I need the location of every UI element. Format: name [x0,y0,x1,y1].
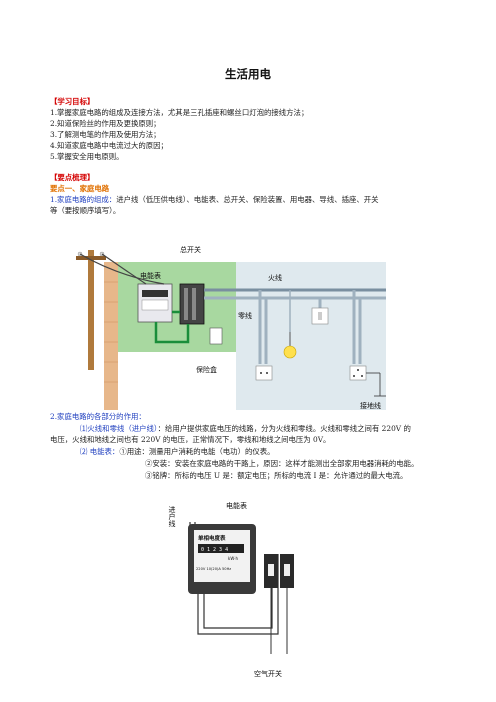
item1-line1: 1.家庭电路的组成：进户线（低压供电线）、电能表、总开关、保险装置、用电器、导线… [50,194,379,205]
household-circuit-figure: 电能表 总开关 火线 零线 保险盒 接地线 [68,232,386,410]
meter-unit: kW·h [228,556,239,561]
objectives-heading: 【学习目标】 [50,97,95,106]
label-meter-2: 电能表 [226,501,247,510]
objective-item-3: 3.了解测电笔的作用及使用方法； [50,130,161,139]
item2-label: 2.家庭电路的各部分的作用： [50,412,146,421]
pole [88,250,94,370]
three-hole-socket [349,365,367,381]
meter-name: 单相电度表 [198,534,226,542]
summary-heading: 【要点梳理】 [50,173,95,182]
brick-wall [104,262,118,410]
label-ground: 接地线 [360,401,381,410]
item2-sub2-label: ⑵ 电能表： [80,447,120,456]
label-breaker: 空气开关 [254,669,282,678]
point-heading: 要点一、家庭电路 [50,184,110,193]
two-hole-socket [255,365,273,381]
label-fuse: 保险盒 [196,365,217,374]
item2-sub2-a: ①用途：测量用户消耗的电能（电功）的仪表。 [119,447,275,456]
label-meter: 电能表 [140,271,161,280]
label-live: 火线 [268,273,282,282]
objective-item-4: 4.知道家庭电路中电流过大的原因； [50,141,168,150]
meter-digits: 0 1 2 3 4 [201,547,228,553]
meter-face [194,530,250,582]
label-neutral: 零线 [238,311,252,320]
fuse-box [209,327,223,345]
page-title: 生活用电 [225,67,271,81]
meter-breaker-figure: 电能表 进户线 空气开关 单相电度表 0 1 2 3 4 kW·h 220V 1… [168,494,308,682]
item2-sub2-c: ③铭牌：所标的电压 U 是：额定电压；所标的电流 I 是：允许通过的最大电流。 [145,471,408,480]
meter-rating: 220V 10(20)A 50Hz [196,567,231,571]
objective-item-2: 2.知道保险丝的作用及更换原则； [50,119,161,128]
label-incoming: 进户线 [168,506,176,527]
item2-sub2-b: ②安装：安装在家庭电路的干路上，原因：这样才能测出全部家用电器消耗的电能。 [145,459,419,468]
item2-sub1-line2: 电压，火线和地线之间也有 220V 的电压，正常情况下，零线和地线之间电压为 0… [50,435,331,444]
item1-text: 进户线（低压供电线）、电能表、总开关、保险装置、用电器、导线、插座、开关 [116,195,379,204]
light-bulb [283,345,297,359]
objective-item-5: 5.掌握安全用电原则。 [50,152,124,161]
item2-sub1-text: ：给用户提供家庭电压的线路，分为火线和零线。火线和零线之间有 220V 的 [157,424,411,433]
objective-item-1: 1.掌握家庭电路的组成及连接方法，尤其是三孔插座和螺丝口灯泡的接线方法； [50,108,309,117]
item2-sub1-label: ⑴火线和零线（进户线） [80,424,158,433]
item2-sub2-line1: ⑵ 电能表：①用途：测量用户消耗的电能（电功）的仪表。 [80,446,275,457]
item2-sub1-line1: ⑴火线和零线（进户线）：给用户提供家庭电压的线路，分为火线和零线。火线和零线之间… [80,423,411,434]
item1-line2: 等（要按顺序填写）。 [50,206,121,215]
label-switch: 总开关 [180,245,201,254]
item1-prefix: 1.家庭电路的组成： [50,195,117,204]
